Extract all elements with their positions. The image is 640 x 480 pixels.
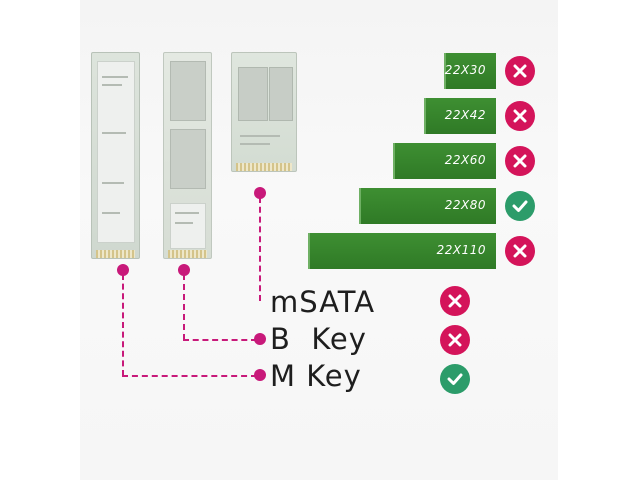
size-bar-22x42: 22X42 bbox=[424, 98, 496, 134]
b-key-label: B Key bbox=[270, 322, 367, 356]
b-key-connector-line bbox=[183, 274, 185, 340]
b-key-ssd-sticker bbox=[170, 203, 206, 249]
size-bar-22x110: 22X110 bbox=[308, 233, 496, 269]
x-icon bbox=[505, 236, 535, 266]
size-bar-22x60: 22X60 bbox=[393, 143, 496, 179]
m-key-connector-line bbox=[122, 274, 124, 376]
msata-ssd-pins bbox=[236, 163, 292, 171]
size-bar-label: 22X110 bbox=[436, 243, 486, 257]
size-bar-label: 22X30 bbox=[444, 63, 486, 77]
x-icon bbox=[440, 286, 470, 316]
check-icon bbox=[440, 364, 470, 394]
b-key-ssd-chip bbox=[170, 129, 206, 189]
b-key-ssd-image bbox=[163, 52, 212, 259]
size-bar-label: 22X42 bbox=[444, 108, 486, 122]
x-icon bbox=[505, 101, 535, 131]
m-key-ssd-pins bbox=[96, 250, 135, 258]
m-key-ssd-image bbox=[91, 52, 140, 259]
b-key-ssd-chip bbox=[170, 61, 206, 121]
m-key-ssd-sticker bbox=[97, 61, 135, 243]
b-key-connector-dot bbox=[178, 264, 190, 276]
msata-ssd-chip bbox=[269, 67, 293, 121]
size-bar-22x80: 22X80 bbox=[359, 188, 496, 224]
x-icon bbox=[505, 56, 535, 86]
size-bar-22x30: 22X30 bbox=[444, 53, 496, 89]
b-key-connector-line bbox=[183, 339, 257, 341]
x-icon bbox=[505, 146, 535, 176]
msata-ssd-image bbox=[231, 52, 297, 172]
b-key-ssd-pins bbox=[168, 250, 207, 258]
x-icon bbox=[440, 325, 470, 355]
m-key-connector-dot bbox=[117, 264, 129, 276]
msata-ssd-chip bbox=[238, 67, 268, 121]
msata-label: mSATA bbox=[270, 285, 376, 319]
size-bar-label: 22X80 bbox=[444, 198, 486, 212]
m-key-connector-line bbox=[122, 375, 257, 377]
m-key-label-dot bbox=[254, 369, 266, 381]
msata-connector-line bbox=[259, 197, 261, 301]
b-key-label-dot bbox=[254, 333, 266, 345]
m-key-label: M Key bbox=[270, 359, 362, 393]
msata-connector-dot bbox=[254, 187, 266, 199]
size-bar-label: 22X60 bbox=[444, 153, 486, 167]
check-icon bbox=[505, 191, 535, 221]
